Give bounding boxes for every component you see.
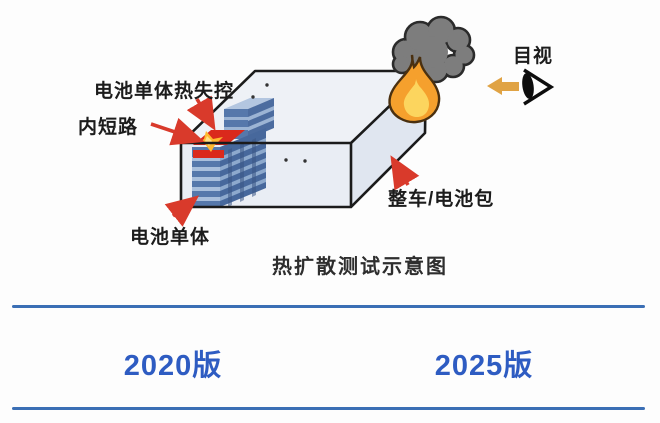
- thermal-test-diagram: [150, 15, 555, 227]
- label-internal-short-circuit: 内短路: [78, 117, 139, 138]
- battery-tray-stripe: [192, 167, 220, 171]
- battery-cell-tick: [240, 143, 244, 202]
- label-visual-check: 目视: [513, 46, 554, 67]
- battery-tray-stripe: [248, 116, 274, 131]
- ellipsis-dot: [251, 95, 255, 99]
- battery-tray-stripe: [224, 127, 248, 130]
- divider-line-top: [12, 305, 645, 308]
- callout-arrow-battery-cell: [164, 195, 200, 227]
- left-arrow-icon: [487, 77, 519, 95]
- battery-tray-stripe: [192, 187, 220, 191]
- highlight-slab-front: [193, 150, 224, 158]
- battery-stack-top: [224, 98, 274, 109]
- ellipsis-dot: [284, 158, 288, 162]
- battery-tray-stripe: [224, 117, 248, 120]
- eye-icon: [522, 68, 555, 106]
- flame-inner: [403, 79, 429, 117]
- callout-arrow-thermal-runaway: [186, 95, 216, 131]
- callout-arrow-vehicle-pack: [390, 155, 420, 191]
- version-label-2020: 2020版: [123, 350, 223, 382]
- battery-tray-stripe: [192, 157, 220, 161]
- visual-inspection-group: [487, 68, 555, 106]
- battery-tray-stripe: [248, 106, 274, 121]
- version-label-2025: 2025版: [434, 350, 534, 382]
- battery-stack-upper-side: [248, 98, 274, 139]
- diagram-caption: 热扩散测试示意图: [272, 256, 448, 278]
- ellipsis-dot: [303, 159, 307, 163]
- ellipsis-dot: [265, 83, 269, 87]
- battery-cell-tick: [228, 148, 232, 207]
- battery-stack: [192, 98, 274, 207]
- label-thermal-runaway: 电池单体热失控: [94, 81, 235, 102]
- label-vehicle-battery-pack: 整车/电池包: [388, 189, 495, 210]
- battery-cell-tick: [252, 138, 256, 197]
- divider-line-bottom: [12, 407, 645, 410]
- flame-icon: [388, 54, 441, 124]
- callout-arrow-internal-short: [150, 117, 205, 146]
- battery-tray-stripe: [192, 177, 220, 181]
- label-battery-cell: 电池单体: [130, 227, 211, 248]
- battery-tray-stripe: [192, 197, 220, 201]
- callout-arrows: [150, 95, 420, 227]
